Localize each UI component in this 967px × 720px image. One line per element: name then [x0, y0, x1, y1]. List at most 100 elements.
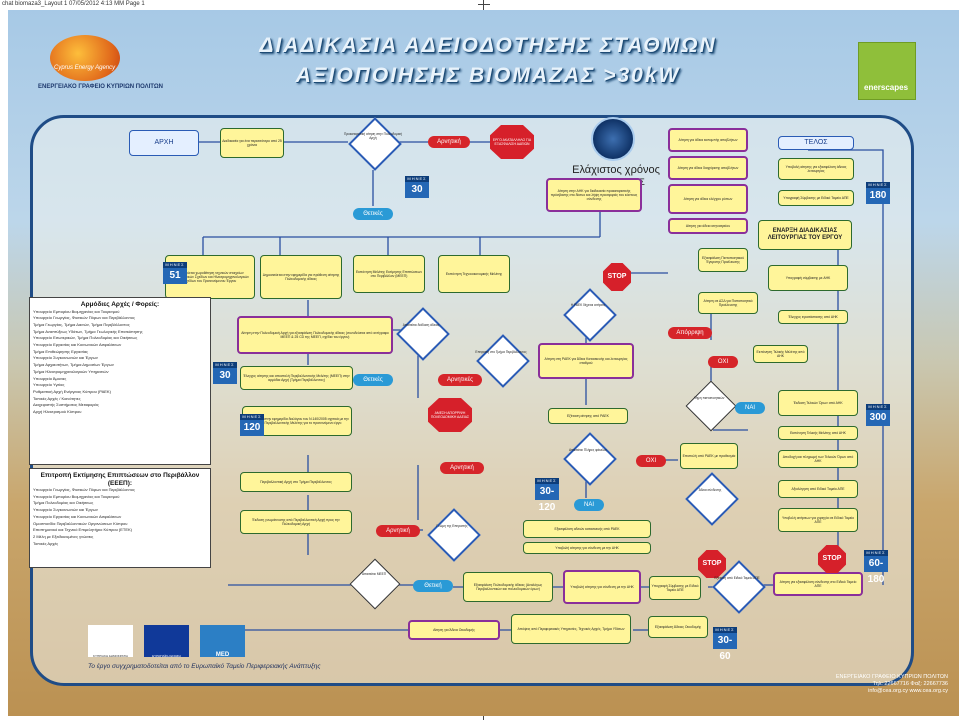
step-box-19: Απόψεις από Περιφερειακές Υπηρεσίες, Τεχ…	[511, 614, 631, 644]
positive-label-3: Θετική	[413, 580, 453, 592]
step-text-14: Εξασφάλιση Πολεοδομικής άδειας (Αναλόγως…	[473, 582, 543, 591]
step-text-26: Αξιολόγηση από Ειδικό Ταμείο ΑΠΕ	[791, 486, 845, 491]
step-text-20: Υπογραφή Σύμβασης με Ειδικό Ταμείο ΑΠΕ	[651, 583, 699, 592]
agency-name: ΕΝΕΡΓΕΙΑΚΟ ΓΡΑΦΕΙΟ ΚΥΠΡΙΩΝ ΠΟΛΙΤΩΝ	[38, 84, 163, 90]
list-item: Τμήμα Αρχαιοτήτων, Τμήμα Δημοσίων Έργων	[33, 362, 114, 368]
stop-rejection: ΑΜΕΣΗ ΑΠΟΡΡΙΨΗ ΠΟΛΕΟΔΟΜΙΚΗ ΑΔΕΙΑΣ	[428, 398, 472, 432]
step-text-25: Αποδοχή και πληρωμή των Τελικών Όρων από…	[782, 454, 854, 463]
funding-note: Το έργο συγχρηματοδοτείται από το Ευρωπα…	[88, 663, 321, 670]
positive-label: Θετικές	[353, 208, 393, 220]
list-item: Τμήμα Πολεοδομίας και Οικήσεως	[33, 500, 94, 506]
step-text-5: Εκπόνηση Μελέτης Εκτίμησης Επιπτώσεων στ…	[355, 269, 423, 278]
step-box-20: Υπογραφή Σύμβασης με Ειδικό Ταμείο ΑΠΕ	[649, 576, 701, 600]
list-item: Τοπικές Αρχές / Κοινότητες	[33, 395, 81, 401]
registration-mark-icon	[478, 0, 490, 11]
step-text-17: Εξασφάλιση Άδειας Οικοδομής	[654, 624, 702, 629]
calendar-header: ΜΗΝΕΣ	[240, 414, 264, 420]
step-text-13: Εξέταση αίτησης από ΡΑΕΚ	[567, 413, 609, 418]
authorities-list: Αρμόδιες Αρχές / Φορείς: Υπουργείο Εμπορ…	[29, 297, 211, 465]
calendar-value: 30	[411, 184, 423, 195]
step-text-9: Δημοσίευση στην εφημερίδα διαλόγου του Ν…	[245, 416, 349, 425]
decision-special-fund-text: Εξέταση από Ειδικό Ταμείο ΑΠΕ	[714, 576, 760, 580]
calendar-value: 60-180	[867, 558, 885, 585]
step-text-32: Αίτηση για άδεια διαχείρισης αποβλήτων	[677, 165, 739, 170]
list-item: Υπουργείο Συγκοινωνιών και Έργων	[33, 355, 98, 361]
step-text-21: Υπογραφή σύμβασης με ΑΗΚ	[785, 275, 831, 280]
cy-logo-text: ΚΥΠΡΙΑΚΗ ΔΗΜΟΚΡΑΤΙΑ	[92, 654, 129, 658]
step-text-19: Απόψεις από Περιφερειακές Υπηρεσίες, Τεχ…	[517, 626, 625, 631]
step-box-14: Εξασφάλιση Πολεοδομικής άδειας (Αναλόγως…	[463, 572, 553, 602]
list-item: Υπουργείο Εμπορίου Βιομηχανίας και Τουρι…	[33, 308, 120, 314]
positive-label-2: Θετικές	[353, 374, 393, 386]
calendar-header: ΜΗΝΕΣ	[163, 262, 187, 268]
step-text-6: Εκπόνηση Τεχνοοικονομικής Μελέτης	[445, 271, 503, 276]
calendar-value: 30	[219, 370, 231, 381]
step-box-18: Αίτηση για Άδεια Οικοδομής	[408, 620, 500, 640]
list-item: Υπουργείο Γεωργίας, Φυσικών Πόρων και Πε…	[33, 315, 135, 321]
decision-certificates-text: Λήψη πιστοποιητικών	[693, 396, 725, 400]
step-text-18: Αίτηση για Άδεια Οικοδομής	[433, 627, 475, 632]
print-slug-text: chat biomaza3_Layout 1 07/05/2012 4:13 M…	[2, 1, 145, 7]
yes-label: ΝΑΙ	[574, 499, 604, 511]
step-box-2: Αίτηση στην ΑΗΚ για διαδικασία προκαταρκ…	[546, 178, 642, 212]
step-box-23: Έκδοση Τελικών Όρων από ΑΗΚ	[778, 390, 858, 416]
step-text-36: Επιστολή από ΡΑΕΚ με προθεσμία	[682, 453, 736, 458]
list-item: Υπουργείο Εμπορίου Βιομηχανίας και Τουρι…	[33, 493, 120, 499]
step-text-7: Αίτηση στην Πολεοδομική Αρχή για εξασφάλ…	[241, 330, 389, 339]
stop-text-1: STOP	[607, 273, 627, 280]
step-box-24: Εκπόνηση Τελικής Μελέτης από ΑΗΚ	[753, 345, 808, 363]
list-item: 2 Μέλη με Εξειδικευμένες γνώσεις	[33, 533, 94, 539]
eiec-title: Επιτροπή Εκτίμησης Επιπτώσεων στο Περιβά…	[40, 472, 200, 487]
start-node: ΑΡΧΗ	[129, 130, 199, 156]
list-item: Ομοσπονδία Περιβαλλοντικών Οργανώσεων Κύ…	[33, 520, 128, 526]
agency-logo-text: Cyprus Energy Agency	[54, 65, 116, 71]
no-label-2: ΟΧΙ	[708, 356, 738, 368]
eiec-committee-list: Επιτροπή Εκτίμησης Επιπτώσεων στο Περιβά…	[29, 468, 211, 568]
calendar-header: ΜΗΝΕΣ	[213, 362, 237, 368]
med-programme-logo: MED	[200, 625, 245, 658]
calendar-value: 180	[869, 190, 887, 201]
calendar-header: ΜΗΝΕΣ	[713, 627, 737, 633]
authorities-items: Υπουργείο Εμπορίου Βιομηχανίας και Τουρι…	[33, 309, 207, 416]
contact-line-1: ΕΝΕΡΓΕΙΑΚΟ ΓΡΑΦΕΙΟ ΚΥΠΡΙΩΝ ΠΟΛΙΤΩΝ	[835, 674, 948, 680]
eu-logo-text: ΕΥΡΩΠΑΪΚΗ ΕΝΩΣΗ	[152, 654, 181, 658]
decision-eia-required-text: Απαιτείται ΜΕΕΠ	[361, 572, 387, 576]
negative-label-4: Αρνητική	[376, 525, 420, 537]
calendar-header: ΜΗΝΕΣ	[535, 478, 559, 484]
flow-connectors	[190, 141, 884, 631]
step-box-25: Αποδοχή και πληρωμή των Τελικών Όρων από…	[778, 450, 858, 468]
negative-label-3: Αρνητική	[440, 462, 484, 474]
minimum-time-title: Ελάχιστος χρόνος	[572, 164, 660, 176]
stop-sign-3: STOP	[818, 545, 846, 573]
calendar-value: 300	[869, 412, 887, 423]
list-item: Διαχειριστής Συστήματος Μεταφοράς	[33, 402, 99, 408]
step-text-29: Εξασφάλιση Πιστοποιητικού Έγκρισης Προέλ…	[702, 255, 744, 264]
step-box-37: Υποβολή αίτησης για εξασφάλιση άδειας λε…	[778, 158, 854, 180]
contact-line-3: info@cea.org.cy www.cea.org.cy	[868, 688, 948, 694]
decision-full-file-text: Απαιτείται Πλήρες φάκελος	[569, 448, 607, 452]
step-box-36: Επιστολή από ΡΑΕΚ με προθεσμία	[680, 443, 738, 469]
stop-unsuitable-text: ΕΡΓΟ ΑΚΑΤΑΛΛΗΛΟ ΓΙΑ ΕΞΑΣΦΑΛΙΣΗ ΑΔΕΙΩΝ	[492, 137, 532, 146]
enerscapes-logo: enerscapes	[858, 42, 916, 100]
step-text-22: Έλεγχος εγκατάστασης από ΑΗΚ	[788, 314, 838, 319]
step-box-10: Περιβαλλοντική Αρχή στο Τμήμα Περιβάλλον…	[240, 472, 352, 492]
list-item: Τοπικές Αρχές	[33, 540, 59, 546]
step-box-15: Υποβολή αίτησης για σύνδεση με την ΑΗΚ	[563, 570, 641, 604]
print-slug: chat biomaza3_Layout 1 07/05/2012 4:13 M…	[0, 0, 967, 10]
authorities-title: Αρμόδιες Αρχές / Φορείς:	[80, 301, 160, 308]
step-box-35: ΕΝΑΡΞΗ ΔΙΑΔΙΚΑΣΙΑΣ ΛΕΙΤΟΥΡΓΙΑΣ ΤΟΥ ΕΡΓΟΥ	[758, 220, 852, 250]
stop-text-3: STOP	[822, 555, 842, 562]
step-box-26: Αξιολόγηση από Ειδικό Ταμείο ΑΠΕ	[778, 480, 858, 498]
step-box-21: Υπογραφή σύμβασης με ΑΗΚ	[768, 265, 848, 291]
step-box-22: Έλεγχος εγκατάστασης από ΑΗΚ	[778, 310, 848, 324]
step-text-31: Αίτηση για άδεια εκπομπής αποβλήτων	[678, 137, 738, 142]
step-text-20b: Υπογραφή Σύμβασης με Ειδικό Ταμείο ΑΠΕ	[783, 195, 849, 200]
calendar-header: ΜΗΝΕΣ	[405, 176, 429, 182]
end-node: ΤΕΛΟΣ	[778, 136, 854, 150]
stop-sign-2: STOP	[698, 550, 726, 578]
list-item: Ρυθμιστική Αρχή Ενέργειας Κύπρου (ΡΑΕΚ)	[33, 388, 111, 394]
funding-logos: ΚΥΠΡΙΑΚΗ ΔΗΜΟΚΡΑΤΙΑ ΕΥΡΩΠΑΪΚΗ ΕΝΩΣΗ MED	[88, 625, 268, 659]
